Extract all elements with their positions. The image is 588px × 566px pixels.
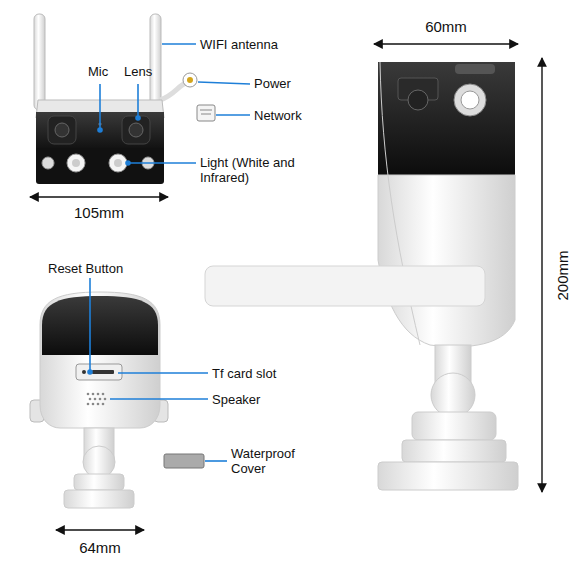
speaker-label: Speaker [212,392,260,407]
lens-label: Lens [124,64,152,79]
tf-slot-label: Tf card slot [212,366,276,381]
back-view [30,292,204,508]
reset-label: Reset Button [48,261,123,276]
network-label: Network [254,108,302,123]
cover-label: Waterproof Cover [231,446,311,476]
dimension-lines [30,44,542,530]
power-label: Power [254,76,291,91]
depth-dimension: 60mm [425,18,467,35]
light-label: Light (White and Infrared) [200,155,335,185]
front-view [34,14,215,184]
height-dimension: 200mm [554,250,571,300]
mic-label: Mic [88,64,108,79]
antenna-label: WIFI antenna [200,37,278,52]
width-dimension: 105mm [74,204,124,221]
width-dimension: 64mm [79,539,121,556]
side-view [205,62,518,490]
